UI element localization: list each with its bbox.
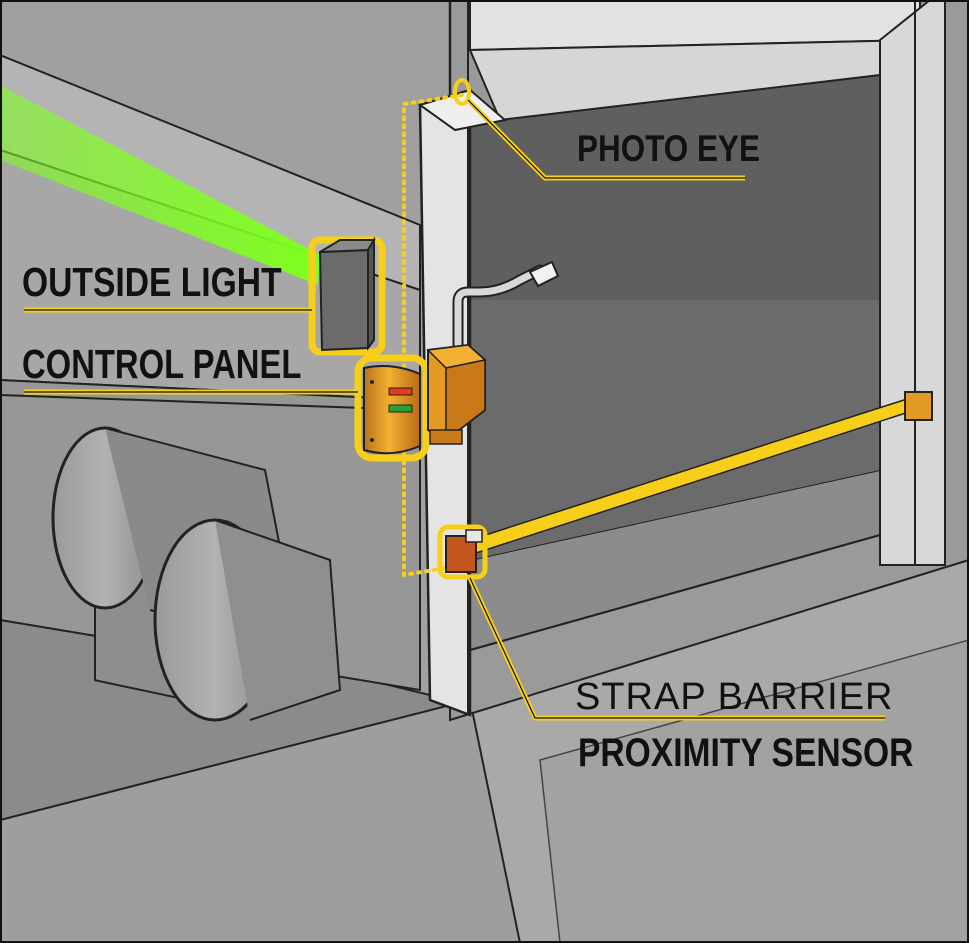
photo-eye-label: PHOTO EYE bbox=[577, 128, 760, 169]
proximity-sensor-label: PROXIMITY SENSOR bbox=[578, 731, 914, 775]
photo-eye-marker bbox=[453, 78, 471, 106]
control-panel-label: CONTROL PANEL bbox=[22, 341, 302, 387]
ground-left bbox=[0, 698, 522, 943]
strap-barrier-label: STRAP BARRIER bbox=[575, 676, 894, 718]
right-door-jamb bbox=[879, 0, 946, 566]
door-mounted-light-unit bbox=[426, 260, 560, 445]
control-panel bbox=[354, 354, 430, 462]
trailer-wheels bbox=[51, 426, 342, 722]
light-beam bbox=[0, 85, 320, 285]
outside-light-label: OUTSIDE LIGHT bbox=[22, 259, 282, 305]
wiring-dotted bbox=[402, 93, 464, 578]
outside-light bbox=[308, 236, 386, 356]
proximity-sensor bbox=[437, 524, 488, 580]
